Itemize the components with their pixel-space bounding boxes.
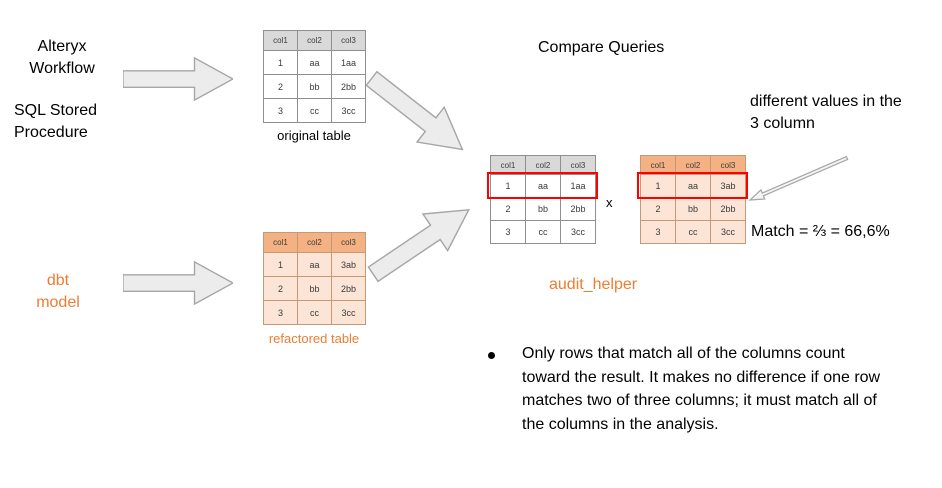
table-cell: 2bb	[710, 197, 746, 221]
right-block-arrow-icon	[123, 56, 233, 102]
table-header-cell: col2	[297, 232, 332, 253]
table-cell: 3	[263, 300, 298, 325]
table-cell: cc	[297, 98, 332, 123]
table-cell: 2	[640, 197, 676, 221]
thin-pointer-arrow-icon	[748, 155, 849, 201]
table-cell: 2	[490, 197, 526, 221]
original-table-label: original table	[277, 128, 351, 143]
compare-table-right: col1 col2 col3 1 aa 3ab 2 bb 2bb 3 cc 3c…	[640, 155, 746, 244]
table-header-cell: col3	[331, 232, 366, 253]
table-header-cell: col3	[710, 155, 746, 175]
table-cell: cc	[525, 220, 561, 244]
table-header-cell: col3	[331, 30, 366, 51]
table-cell: cc	[675, 220, 711, 244]
table-cell: aa	[297, 252, 332, 277]
bullet-icon	[488, 352, 495, 359]
table-cell: 3	[640, 220, 676, 244]
table-cell: bb	[297, 74, 332, 99]
table-cell: aa	[525, 174, 561, 198]
table-cell: 3ab	[331, 252, 366, 277]
table-cell: 1	[640, 174, 676, 198]
table-header-cell: col1	[490, 155, 526, 175]
table-cell: 3	[490, 220, 526, 244]
table-cell: 1aa	[331, 50, 366, 75]
table-cell: 2bb	[331, 74, 366, 99]
block-arrow-original-to-comparison	[356, 59, 479, 169]
match-result-label: Match = ⅔ = 66,6%	[751, 223, 890, 240]
table-cell: bb	[525, 197, 561, 221]
table-cell: 2	[263, 74, 298, 99]
table-cell: 1aa	[560, 174, 596, 198]
bullet-text: Only rows that match all of the columns …	[522, 345, 881, 433]
table-cell: 3cc	[560, 220, 596, 244]
table-cell: 3cc	[331, 300, 366, 325]
label-sql-stored-procedure: SQL Stored Procedure	[14, 102, 98, 141]
table-cell: 2bb	[331, 276, 366, 301]
table-header-cell: col3	[560, 155, 596, 175]
right-block-arrow-icon	[365, 70, 464, 151]
table-cell: 1	[263, 252, 298, 277]
block-arrow-sources-to-original	[123, 56, 233, 102]
refactored-table-label: refactored table	[268, 331, 360, 346]
pointer-arrow-different-values	[742, 150, 852, 210]
table-cell: 3cc	[710, 220, 746, 244]
block-arrow-dbt-to-refactored	[123, 260, 233, 306]
table-header-cell: col1	[263, 232, 298, 253]
table-header-cell: col2	[525, 155, 561, 175]
label-dbt-model: dbt model	[36, 272, 80, 311]
refactored-table-block: col1 col2 col3 1 aa 3ab 2 bb 2bb 3 cc 3c…	[263, 232, 366, 325]
table-cell: 2	[263, 276, 298, 301]
refactored-table: col1 col2 col3 1 aa 3ab 2 bb 2bb 3 cc 3c…	[263, 232, 366, 325]
table-header-cell: col2	[297, 30, 332, 51]
table-cell: 3ab	[710, 174, 746, 198]
different-values-note: different values in the 3 column	[750, 93, 902, 132]
block-arrow-refactored-to-comparison	[359, 189, 484, 295]
multiply-x-label: x	[606, 195, 613, 210]
table-cell: aa	[675, 174, 711, 198]
original-table-block: col1 col2 col3 1 aa 1aa 2 bb 2bb 3 cc 3c…	[263, 30, 366, 123]
compare-table-left: col1 col2 col3 1 aa 1aa 2 bb 2bb 3 cc 3c…	[490, 155, 596, 244]
compare-table-right-block: col1 col2 col3 1 aa 3ab 2 bb 2bb 3 cc 3c…	[637, 155, 748, 244]
table-cell: 1	[263, 50, 298, 75]
table-cell: aa	[297, 50, 332, 75]
original-table: col1 col2 col3 1 aa 1aa 2 bb 2bb 3 cc 3c…	[263, 30, 366, 123]
table-cell: bb	[297, 276, 332, 301]
label-alteryx-workflow: Alteryx Workflow	[29, 38, 95, 77]
audit-helper-label: audit_helper	[549, 276, 638, 293]
table-header-cell: col2	[675, 155, 711, 175]
compare-table-left-block: col1 col2 col3 1 aa 1aa 2 bb 2bb 3 cc 3c…	[487, 155, 598, 244]
table-cell: 3	[263, 98, 298, 123]
table-header-cell: col1	[640, 155, 676, 175]
right-block-arrow-icon	[367, 208, 470, 283]
table-cell: bb	[675, 197, 711, 221]
table-cell: 2bb	[560, 197, 596, 221]
table-cell: cc	[297, 300, 332, 325]
right-block-arrow-icon	[123, 260, 233, 306]
table-header-cell: col1	[263, 30, 298, 51]
table-cell: 1	[490, 174, 526, 198]
compare-queries-title: Compare Queries	[538, 39, 665, 56]
table-cell: 3cc	[331, 98, 366, 123]
